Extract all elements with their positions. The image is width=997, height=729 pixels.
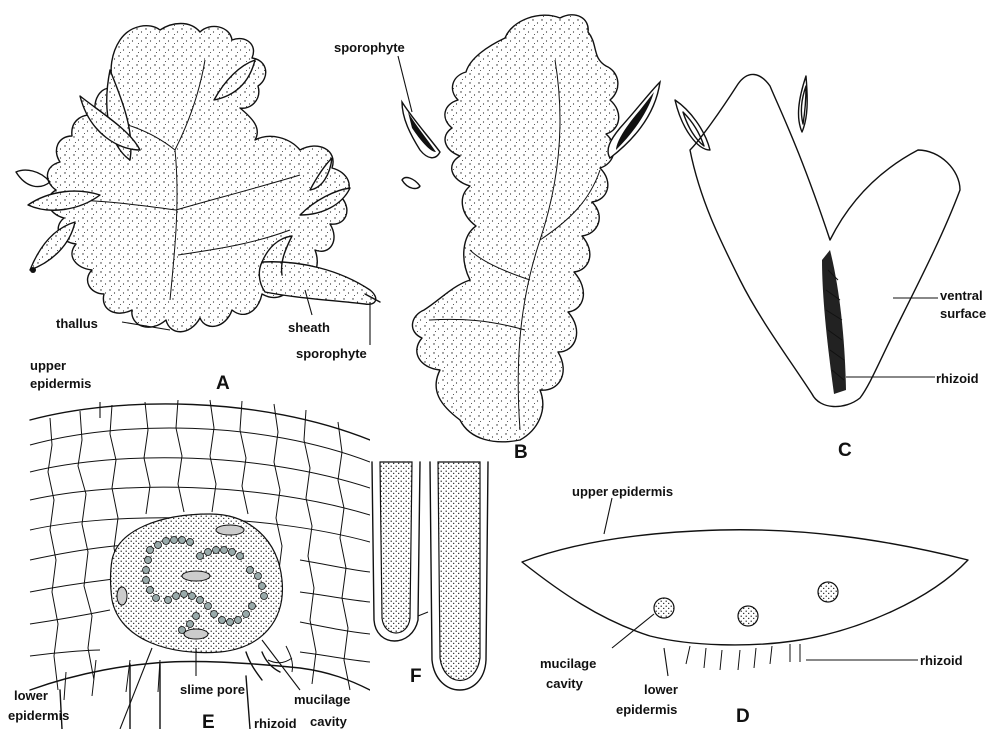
panel-d-transverse-section [522,530,968,670]
panel-a-thallus-drawing [16,24,380,332]
panel-letter-c: C [838,440,852,461]
panel-f-sporophyte-tips [372,462,488,690]
label-surface: surface [940,306,986,321]
label-slime-pore: slime pore [180,682,245,697]
label-upper-e1: upper [30,358,66,373]
label-rhizoid-d: rhizoid [920,653,963,668]
label-sporophyte-a: sporophyte [296,346,367,361]
mucilage-cavity [738,606,758,626]
label-lower-d2: epidermis [616,702,677,717]
label-rhizoid-e: rhizoid [254,716,297,729]
label-upper-epidermis-d: upper epidermis [572,484,673,499]
sporophyte-horn [30,222,75,270]
rhizoid-bundle [822,250,846,394]
mucilage-cavity [654,598,674,618]
label-upper-e2: epidermis [30,376,91,391]
label-lower-e2: epidermis [8,708,69,723]
panel-c-ventral-view [675,74,960,406]
panel-letter-b: B [514,442,528,463]
panel-e-cell-section [30,400,370,729]
label-lower-d1: lower [644,682,678,697]
label-lower-e1: lower [14,688,48,703]
label-rhizoid-c: rhizoid [936,371,979,386]
label-sporophyte-b: sporophyte [334,40,405,55]
label-sheath: sheath [288,320,330,335]
label-ventral: ventral [940,288,983,303]
panel-b-thallus-lobe [402,15,660,442]
thallus-outline-ventral [690,74,960,406]
label-thallus: thallus [56,316,98,331]
label-mucilage-e1: mucilage [294,692,350,707]
panel-letter-a: A [216,373,230,394]
label-mucilage-e2: cavity [310,714,348,729]
label-mucilage-d1: mucilage [540,656,596,671]
label-mucilage-d2: cavity [546,676,584,691]
mucilage-cavity [818,582,838,602]
thallus-section-outline [522,530,968,645]
panel-letter-d: D [736,706,750,727]
panel-letter-f: F [410,666,422,687]
panel-letter-e: E [202,712,215,729]
thallus-lobe [412,15,618,442]
